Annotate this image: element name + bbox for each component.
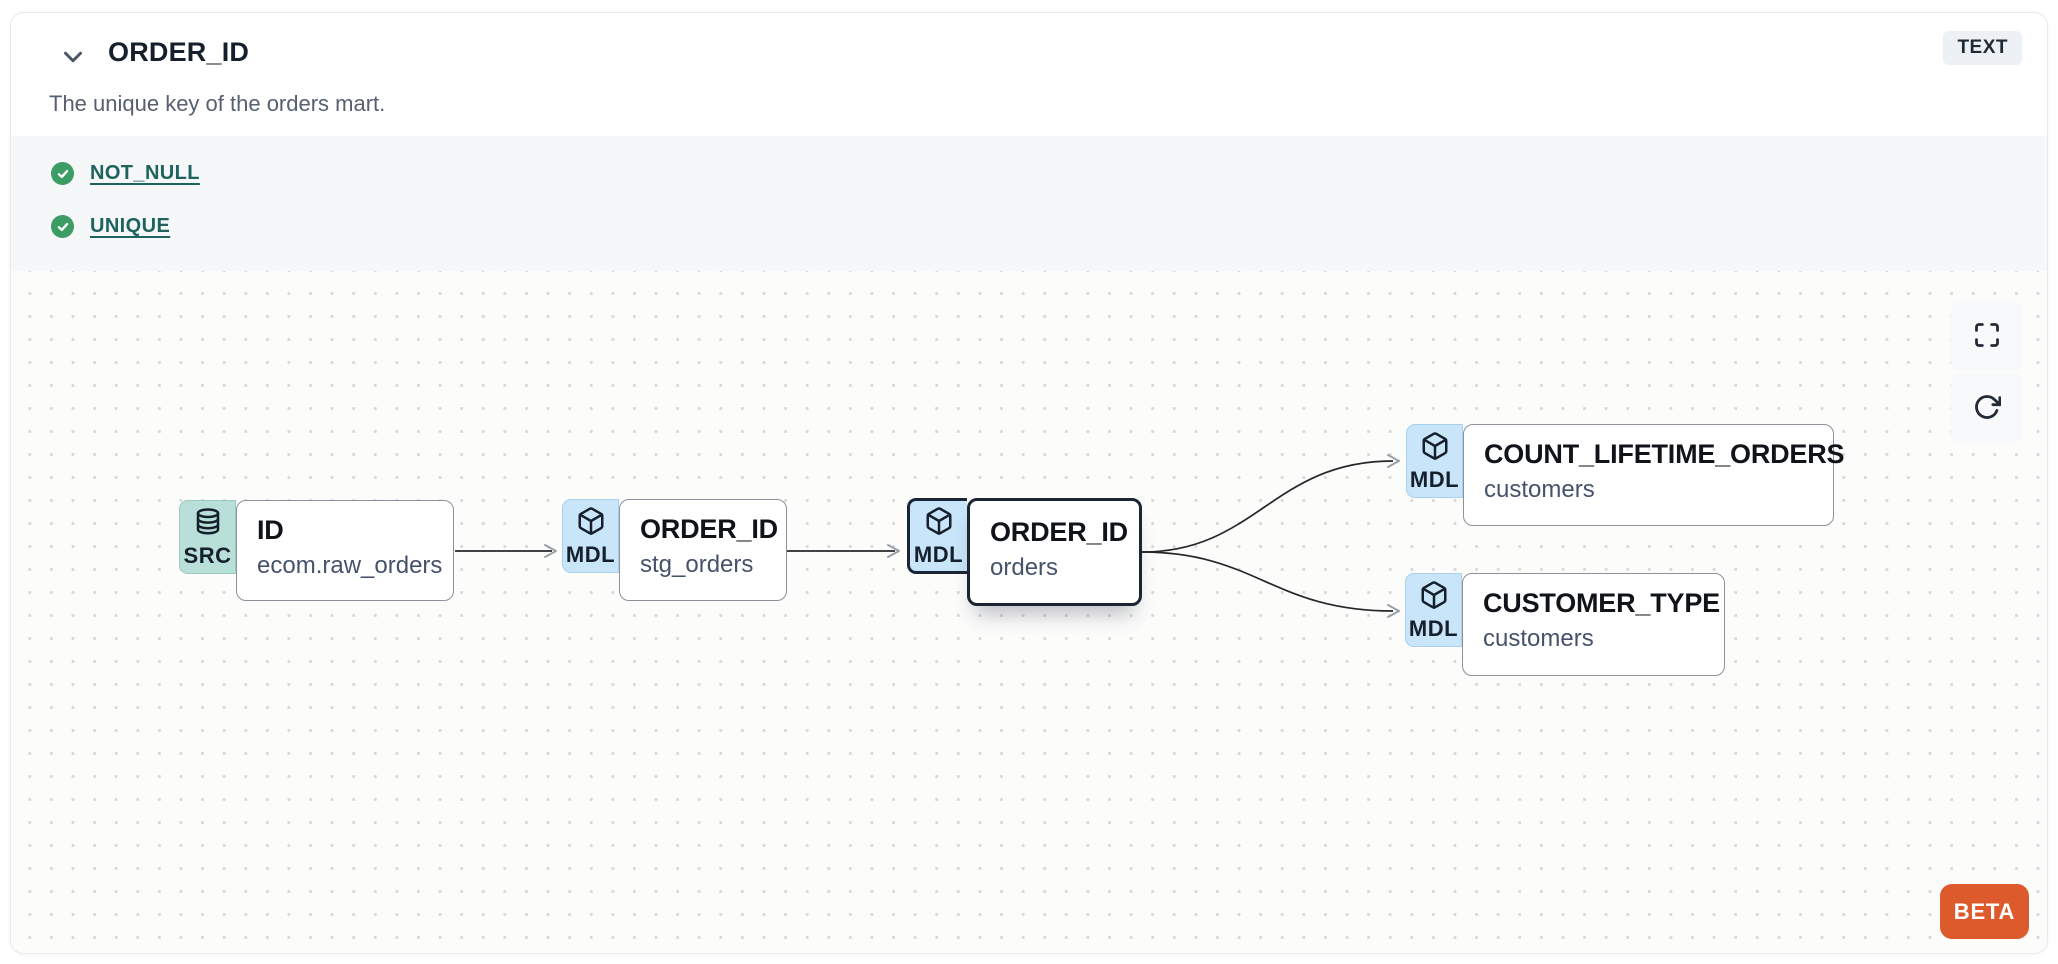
check-circle-icon <box>51 162 74 185</box>
graph-controls <box>1951 301 2023 443</box>
fullscreen-button[interactable] <box>1951 301 2023 371</box>
node-kind-label: SRC <box>183 543 232 568</box>
tests-section: NOT_NULL UNIQUE <box>11 136 2047 271</box>
node-subtitle: orders <box>990 553 1059 581</box>
box-icon <box>1420 431 1450 466</box>
page-title: ORDER_ID <box>108 37 250 67</box>
check-circle-icon <box>51 215 74 238</box>
node-body: ORDER_ID orders <box>967 498 1142 606</box>
node-body: CUSTOMER_TYPE customers <box>1462 573 1725 676</box>
column-type-badge: TEXT <box>1943 31 2022 65</box>
column-description: The unique key of the orders mart. <box>49 91 386 116</box>
node-subtitle: stg_orders <box>640 550 754 578</box>
test-link-not-null[interactable]: NOT_NULL <box>90 162 200 184</box>
test-row: NOT_NULL <box>51 162 2047 185</box>
node-kind-label: MDL <box>1408 616 1459 641</box>
beta-badge: BETA <box>1940 884 2029 939</box>
node-title: COUNT_LIFETIME_ORDERS <box>1484 439 1845 469</box>
header: ORDER_ID TEXT The unique key of the orde… <box>11 13 2047 136</box>
model-badge: MDL <box>1406 424 1463 498</box>
box-icon <box>924 506 954 541</box>
box-icon <box>576 506 606 541</box>
node-subtitle: ecom.raw_orders <box>257 551 443 579</box>
lineage-canvas[interactable]: SRC ID ecom.raw_orders MDL ORDER_ID stg_… <box>11 271 2047 953</box>
node-body: ID ecom.raw_orders <box>236 500 454 601</box>
database-icon <box>193 507 223 542</box>
node-body: ORDER_ID stg_orders <box>619 499 787 601</box>
maximize-icon <box>1973 321 2001 352</box>
model-badge: MDL <box>1405 573 1462 647</box>
column-details-panel: ORDER_ID TEXT The unique key of the orde… <box>10 12 2048 954</box>
model-badge: MDL <box>562 499 619 573</box>
refresh-button[interactable] <box>1951 373 2023 443</box>
node-subtitle: customers <box>1483 624 1594 652</box>
refresh-icon <box>1973 393 2002 424</box>
node-title: ORDER_ID <box>990 517 1128 547</box>
model-badge: MDL <box>907 498 967 574</box>
chevron-down-icon[interactable] <box>55 39 91 75</box>
node-kind-label: MDL <box>1409 467 1460 492</box>
node-kind-label: MDL <box>565 542 616 567</box>
node-title: CUSTOMER_TYPE <box>1483 588 1720 618</box>
box-icon <box>1419 580 1449 615</box>
lineage-edges <box>455 454 1400 618</box>
node-title: ID <box>257 515 284 545</box>
test-link-unique[interactable]: UNIQUE <box>90 215 171 237</box>
source-badge: SRC <box>179 500 236 574</box>
node-title: ORDER_ID <box>640 514 778 544</box>
node-kind-label: MDL <box>913 542 964 567</box>
test-row: UNIQUE <box>51 215 2047 238</box>
node-body: COUNT_LIFETIME_ORDERS customers <box>1463 424 1845 526</box>
node-subtitle: customers <box>1484 475 1595 503</box>
